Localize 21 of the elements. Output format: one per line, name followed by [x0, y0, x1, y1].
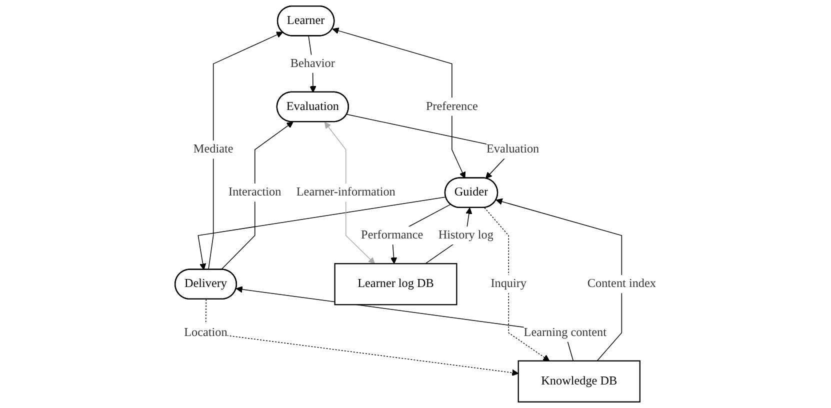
edge-label: Learner-information: [296, 186, 396, 199]
arrow: [496, 198, 622, 362]
edge-label: Location: [184, 326, 228, 339]
edge-label: Mediate: [193, 142, 234, 156]
edge-label: Learning content: [524, 326, 606, 339]
edge-label: History log: [438, 228, 494, 242]
edge-label: Content index: [587, 277, 656, 290]
arrow: [220, 122, 294, 270]
node-box: Knowledge DB: [518, 360, 640, 402]
arrow: [205, 298, 519, 376]
arrow: [332, 28, 466, 178]
edge-label: Interaction: [228, 186, 282, 199]
arrow: [208, 32, 283, 270]
arrow: [198, 196, 446, 270]
edge-label: Preference: [426, 100, 478, 113]
node-box: Learner log DB: [334, 263, 458, 306]
edge-label: Performance: [361, 228, 424, 242]
edge-label: Behavior: [290, 56, 335, 70]
edge-label: Inquiry: [490, 277, 526, 290]
edge-label: Evaluation: [486, 142, 540, 156]
arrow: [484, 207, 550, 362]
